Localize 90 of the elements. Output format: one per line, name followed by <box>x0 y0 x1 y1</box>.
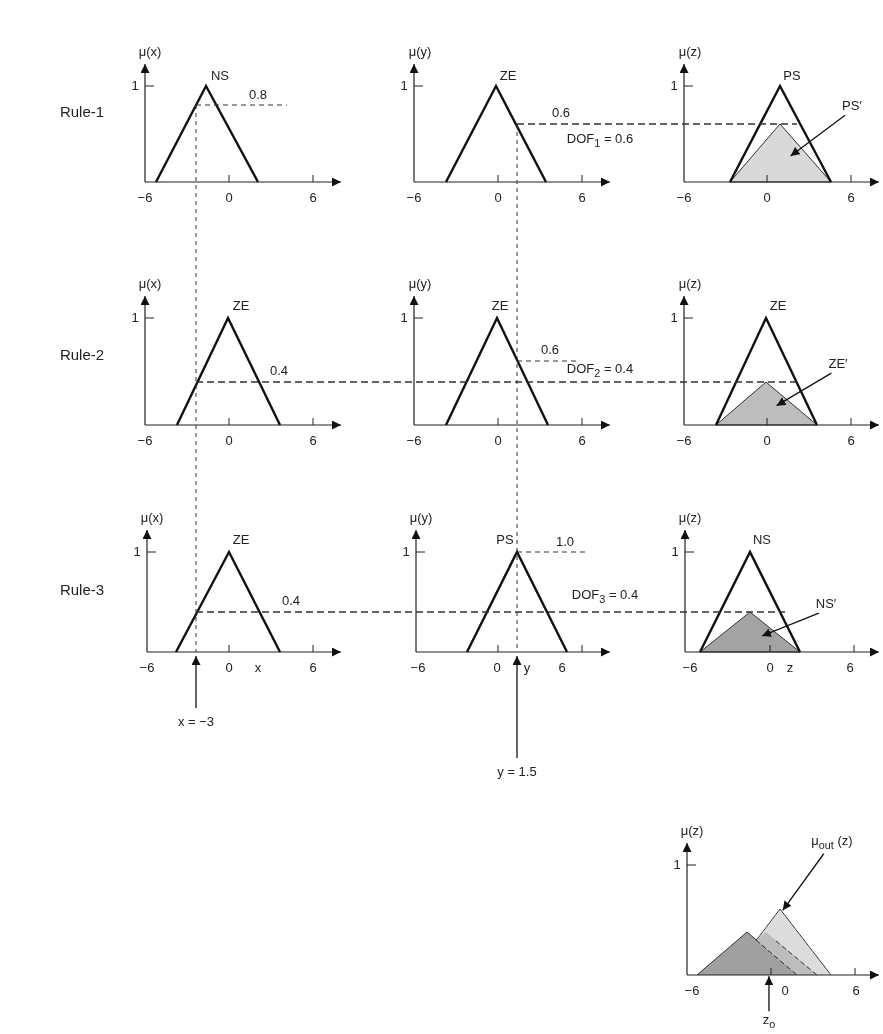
tick-label: −6 <box>139 660 155 676</box>
rule-label: Rule-1 <box>59 103 105 121</box>
set-label: ZE <box>499 68 517 84</box>
tick-label: −6 <box>676 433 692 449</box>
tick-label: 1 <box>133 544 141 560</box>
tick-label: 6 <box>852 983 860 999</box>
value-label: 0.4 <box>281 593 301 609</box>
axis-title: μ(x) <box>138 44 162 60</box>
axis-variable: x <box>254 660 262 676</box>
tick-label: 0 <box>763 190 771 206</box>
tick-label: 0 <box>225 660 233 676</box>
tick-label: 1 <box>131 78 139 94</box>
axis-title: μ(z) <box>678 44 702 60</box>
annotation-label: NS′ <box>815 596 837 612</box>
axis-title: μ(x) <box>138 276 162 292</box>
tick-label: −6 <box>410 660 426 676</box>
tick-label: 6 <box>846 660 854 676</box>
set-label: ZE <box>769 298 787 314</box>
axis-title: μ(x) <box>140 510 164 526</box>
tick-label: 0 <box>494 433 502 449</box>
arrow <box>789 114 846 157</box>
tick-label: −6 <box>682 660 698 676</box>
tick-label: 6 <box>309 660 317 676</box>
set-label: ZE <box>232 298 250 314</box>
tick-label: −6 <box>137 190 153 206</box>
axis-title: μ(z) <box>678 510 702 526</box>
tick-label: 1 <box>671 544 679 560</box>
tick-label: 6 <box>578 190 586 206</box>
input-value-label: x = −3 <box>177 714 215 730</box>
rule-label: Rule-2 <box>59 346 105 364</box>
arrow <box>761 612 820 637</box>
aggregated-output-area <box>696 908 832 976</box>
dof-label: DOF$_{1}$ = 0.6 <box>566 132 634 150</box>
axis-title: μ(y) <box>408 276 432 292</box>
tick-label: 0 <box>763 433 771 449</box>
arrow <box>775 372 832 407</box>
arrow <box>764 975 774 1012</box>
value-label: 0.8 <box>248 87 268 103</box>
annotation-label: μ$_{out}$ (z) <box>811 834 853 852</box>
dof-label: DOF$_{3}$ = 0.4 <box>571 588 639 606</box>
annotation-label: ZE′ <box>828 356 848 372</box>
tick-label: −6 <box>676 190 692 206</box>
annotation-label: z$_{o}$ <box>762 1013 776 1031</box>
axis-title: μ(y) <box>408 44 432 60</box>
shaded-triangle <box>699 611 801 653</box>
tick-label: 0 <box>766 660 774 676</box>
axis-title: μ(z) <box>680 823 704 839</box>
tick-label: 1 <box>670 310 678 326</box>
input-value-label: y = 1.5 <box>497 764 537 780</box>
tick-label: 1 <box>131 310 139 326</box>
tick-label: 6 <box>309 190 317 206</box>
tick-label: −6 <box>137 433 153 449</box>
axis-title: μ(y) <box>409 510 433 526</box>
tick-label: −6 <box>406 433 422 449</box>
value-label: 0.6 <box>551 105 571 121</box>
tick-label: 6 <box>847 190 855 206</box>
tick-label: 0 <box>225 190 233 206</box>
tick-label: 0 <box>493 660 501 676</box>
tick-label: 6 <box>847 433 855 449</box>
tick-label: −6 <box>684 983 700 999</box>
set-label: ZE <box>491 298 509 314</box>
tick-label: 1 <box>400 310 408 326</box>
tick-label: 1 <box>402 544 410 560</box>
set-label: PS <box>783 68 801 84</box>
tick-label: 1 <box>400 78 408 94</box>
shaded-triangle <box>729 123 832 183</box>
tick-label: 6 <box>578 433 586 449</box>
shaded-triangle <box>715 381 818 426</box>
tick-label: 6 <box>558 660 566 676</box>
tick-label: 0 <box>494 190 502 206</box>
arrow <box>782 853 825 911</box>
value-label: 0.4 <box>269 363 289 379</box>
tick-label: 1 <box>673 857 681 873</box>
set-label: ZE <box>232 532 250 548</box>
axis-variable: y <box>523 660 531 676</box>
tick-label: 0 <box>781 983 789 999</box>
tick-label: 1 <box>670 78 678 94</box>
annotation-label: PS′ <box>842 98 862 114</box>
dof-label: DOF$_{2}$ = 0.4 <box>566 362 634 380</box>
axis-title: μ(z) <box>678 276 702 292</box>
tick-label: −6 <box>406 190 422 206</box>
axis-variable: z <box>786 660 794 676</box>
value-label: 0.6 <box>540 342 560 358</box>
value-label: 1.0 <box>555 534 575 550</box>
tick-label: 0 <box>225 433 233 449</box>
set-label: NS <box>210 68 230 84</box>
tick-label: 6 <box>309 433 317 449</box>
rule-label: Rule-3 <box>59 581 105 599</box>
set-label: PS <box>496 532 514 548</box>
set-label: NS <box>752 532 772 548</box>
